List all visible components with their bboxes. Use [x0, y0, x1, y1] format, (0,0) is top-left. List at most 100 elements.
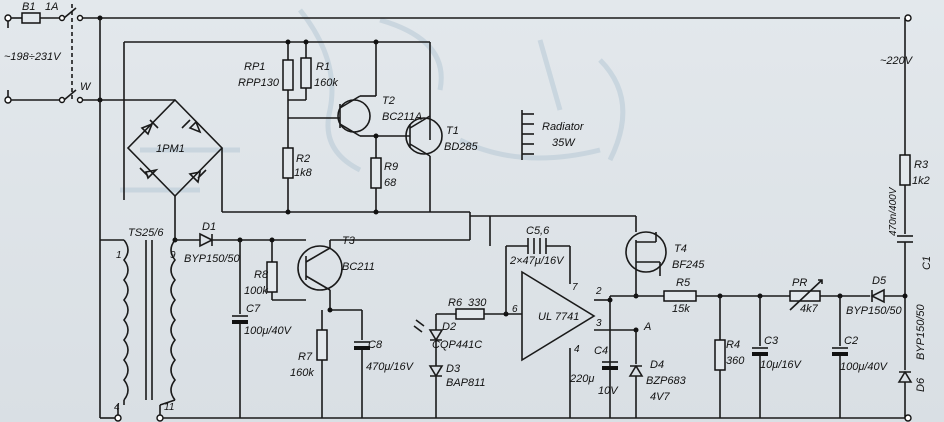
t4-fet: [625, 231, 667, 273]
label-pin-6: 6: [512, 304, 518, 315]
label-c8-val: 470μ/16V: [366, 361, 415, 373]
supply-section: [175, 212, 637, 418]
r1-resistor: [300, 57, 312, 89]
label-c2-val: 100μ/40V: [840, 361, 889, 373]
label-c4: C4: [594, 345, 608, 357]
label-d4: D4: [650, 359, 664, 371]
label-d2: D2: [442, 321, 456, 333]
label-c7-val: 100μ/40V: [244, 325, 293, 337]
label-r5-val: 15k: [672, 303, 690, 315]
label-r9: R9: [384, 161, 398, 173]
t1-transistor: [405, 117, 443, 155]
transformer-ts25: [117, 237, 178, 415]
r6-resistor: [455, 308, 485, 320]
label-c8: C8: [368, 339, 383, 351]
regulator-section: [282, 39, 534, 215]
mains-input: [4, 4, 912, 104]
r4-resistor: [714, 339, 726, 371]
label-c56-val: 2×47μ/16V: [509, 255, 565, 267]
label-d4-type: BZP683: [646, 375, 687, 387]
label-c7: C7: [246, 303, 261, 315]
label-c1: C1: [921, 256, 933, 270]
label-t3-type: BC211: [342, 261, 375, 273]
label-pr-val: 4k7: [800, 303, 819, 315]
label-ts: TS25/6: [128, 227, 164, 239]
label-r8: R8: [254, 269, 269, 281]
label-pin-3: 3: [596, 318, 602, 329]
d5-diode: [870, 288, 885, 304]
opamp-section: [413, 231, 790, 418]
label-rp1: RP1: [244, 61, 265, 73]
label-pr: PR: [792, 277, 807, 289]
d1-diode: [199, 232, 214, 248]
label-fuse-rating: 1A: [45, 1, 58, 13]
r3-resistor: [899, 154, 911, 186]
label-t3: T3: [342, 235, 356, 247]
label-c3: C3: [764, 335, 779, 347]
label-d6: D6: [915, 377, 927, 392]
label-c1-val: 470n/400V: [888, 186, 899, 236]
opamp-ul7741: [521, 270, 596, 362]
d3-diode: [428, 365, 444, 378]
label-radiator-val: 35W: [552, 137, 576, 149]
label-r5: R5: [676, 277, 691, 289]
label-d1-type: BYP150/50: [184, 253, 241, 265]
label-r7-val: 160k: [290, 367, 314, 379]
output-section: [789, 18, 913, 422]
label-radiator: Radiator: [542, 121, 585, 133]
label-c4-val2: 10V: [598, 385, 619, 397]
label-r8-val: 100k: [244, 285, 268, 297]
label-d2-type: CQP441C: [432, 339, 482, 351]
label-c3-val: 10μ/16V: [760, 359, 803, 371]
label-r2: R2: [296, 153, 310, 165]
label-d3: D3: [446, 363, 461, 375]
label-rp1-type: RPP130: [238, 77, 280, 89]
label-opamp: UL 7741: [538, 311, 579, 323]
label-b1: B1: [22, 1, 35, 13]
bridge-rectifier-1pm1: [126, 98, 470, 240]
label-bridge: 1PM1: [156, 143, 185, 155]
label-t1: T1: [446, 125, 459, 137]
label-r7: R7: [298, 351, 313, 363]
label-c56: C5,6: [526, 225, 550, 237]
label-r2-val: 1k8: [294, 167, 313, 179]
label-node-a: A: [643, 321, 651, 333]
label-tr-pin-9: 9: [170, 250, 176, 261]
label-r1-val: 160k: [314, 77, 338, 89]
label-tr-pin-4: 4: [114, 402, 120, 413]
r2-resistor: [282, 147, 294, 179]
r8-resistor: [266, 261, 278, 293]
t2-transistor: [337, 99, 371, 133]
label-pin-4: 4: [574, 344, 580, 355]
label-r6: R6: [448, 297, 463, 309]
radiator-symbol: [521, 110, 534, 160]
label-pin-7: 7: [572, 282, 578, 293]
r9-resistor: [370, 157, 382, 189]
label-d4-val: 4V7: [650, 391, 670, 403]
label-tr-pin-1: 1: [116, 250, 122, 261]
label-tr-pin-11: 11: [164, 402, 174, 413]
background-watermark: [120, 8, 626, 193]
r5-resistor: [663, 290, 697, 302]
label-switch-w: W: [80, 81, 92, 93]
label-mains-in: ~198÷231V: [4, 51, 62, 63]
label-r6-val: 330: [468, 297, 487, 309]
label-d5: D5: [872, 275, 887, 287]
r7-resistor: [316, 329, 328, 361]
label-t2-type: BC211A: [382, 111, 422, 123]
label-d5-type: BYP150/50: [846, 305, 903, 317]
label-d1: D1: [202, 221, 216, 233]
d6-diode: [897, 370, 913, 383]
label-pin-2: 2: [595, 286, 602, 297]
left-rails: [99, 18, 905, 422]
label-r3-val: 1k2: [912, 175, 930, 187]
label-r3: R3: [914, 159, 929, 171]
label-d6-type: BYP150/50: [915, 303, 927, 360]
label-r4-val: 360: [726, 355, 745, 367]
label-d3-type: BAP811: [446, 377, 486, 389]
rp1-resistor: [282, 59, 294, 91]
label-t4-type: BF245: [672, 259, 705, 271]
d4-zener: [628, 364, 644, 377]
label-t1-type: BD285: [444, 141, 479, 153]
